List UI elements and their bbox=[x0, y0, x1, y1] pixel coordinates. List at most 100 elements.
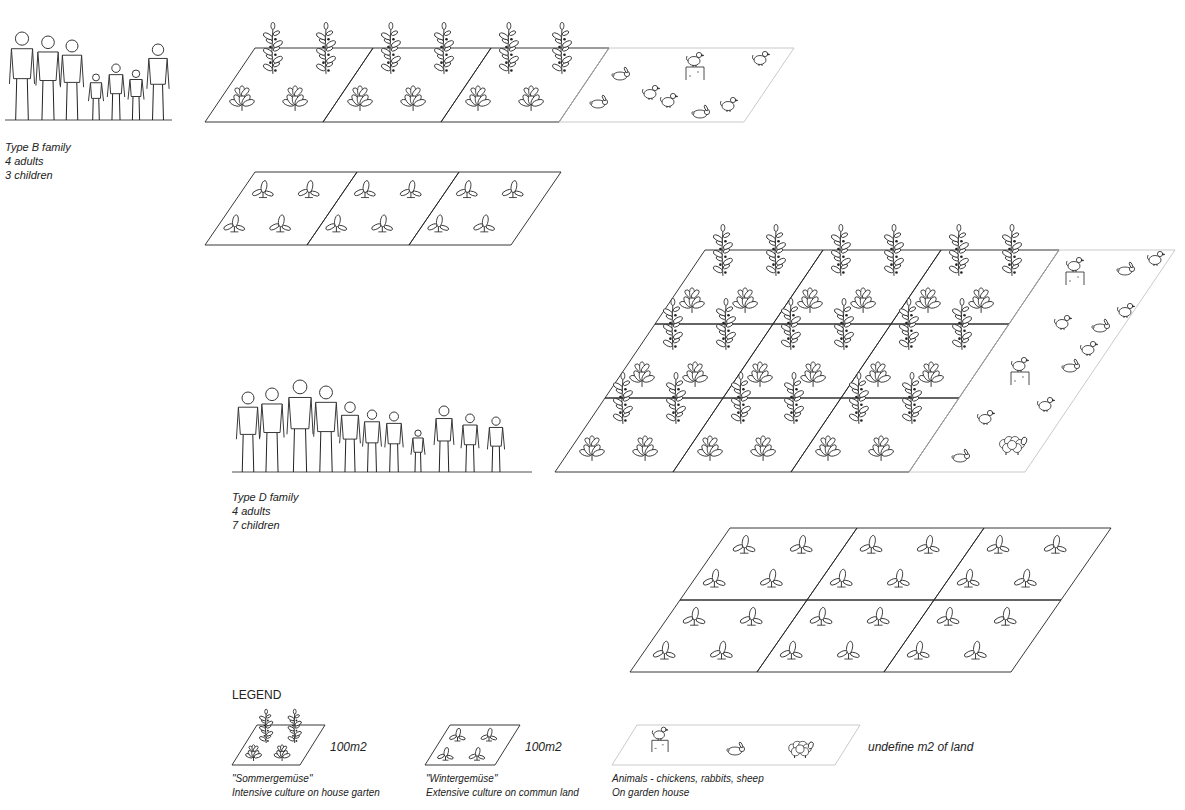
plant-leaf bbox=[715, 339, 726, 348]
plant-leaf bbox=[708, 437, 718, 448]
ground-line bbox=[232, 472, 532, 473]
plant-leaf bbox=[863, 300, 876, 309]
type-d-winter-plots bbox=[630, 528, 1111, 672]
person-head bbox=[242, 392, 254, 404]
plant-fruit bbox=[913, 404, 916, 407]
person-legs bbox=[153, 84, 164, 120]
person-head bbox=[93, 74, 100, 81]
person-body bbox=[342, 415, 359, 439]
plant-leaf bbox=[931, 374, 944, 383]
person-legs bbox=[16, 79, 29, 120]
ground-mark bbox=[455, 741, 461, 742]
plant-fruit bbox=[860, 404, 863, 407]
plant-leaf bbox=[235, 224, 245, 231]
person-arms bbox=[287, 397, 313, 434]
plant-fruit bbox=[719, 248, 722, 251]
plant-leaf bbox=[813, 374, 826, 383]
plant-leaf bbox=[723, 651, 733, 658]
person-head bbox=[466, 414, 475, 423]
person-head bbox=[439, 406, 449, 416]
person-arms bbox=[487, 427, 504, 449]
plant-fruit bbox=[719, 263, 722, 266]
plant-fruit bbox=[669, 322, 672, 325]
plant-leaf bbox=[880, 617, 890, 624]
plant-fruit bbox=[296, 720, 298, 722]
animal-area-outline bbox=[559, 48, 794, 122]
rabbit-tail bbox=[692, 112, 694, 114]
plant-fruit bbox=[267, 740, 269, 742]
plant-fruit bbox=[724, 240, 727, 243]
person-body bbox=[90, 83, 101, 99]
plant-leaf bbox=[223, 223, 234, 231]
plant-leaf bbox=[760, 374, 773, 383]
chicken-legs bbox=[658, 739, 661, 741]
plant-leaf bbox=[315, 47, 326, 56]
plant-fruit bbox=[563, 54, 566, 57]
plant-leaf bbox=[433, 63, 444, 72]
plant-leaf bbox=[449, 734, 457, 740]
plant-leaf bbox=[790, 306, 798, 312]
plant-leaf bbox=[883, 249, 894, 258]
person-body bbox=[38, 52, 58, 81]
plant-leaf bbox=[252, 745, 259, 752]
plant-leaf bbox=[390, 55, 401, 64]
plant-fruit bbox=[840, 322, 843, 325]
plant-leaf bbox=[775, 257, 786, 266]
plant-leaf bbox=[848, 413, 859, 422]
person-head bbox=[266, 388, 279, 401]
plot-outline bbox=[807, 528, 984, 600]
sheep-head bbox=[807, 741, 814, 749]
plant-leaf bbox=[961, 331, 972, 340]
plant-fruit bbox=[960, 271, 963, 274]
plant-leaf bbox=[858, 405, 869, 414]
plant-leaf bbox=[551, 32, 562, 41]
chicken-head bbox=[1064, 315, 1069, 320]
plant-leaf bbox=[912, 380, 920, 386]
plant-fruit bbox=[674, 314, 677, 317]
plant-leaf bbox=[758, 363, 768, 374]
legend-animal-area-outline bbox=[612, 725, 860, 765]
person-arms bbox=[434, 419, 454, 445]
plant-fruit bbox=[674, 330, 677, 333]
plant-leaf bbox=[929, 363, 939, 374]
plant-leaf bbox=[721, 224, 725, 231]
plant-fruit bbox=[845, 330, 848, 333]
plant-leaf bbox=[780, 323, 791, 332]
chicken-legs bbox=[1044, 410, 1047, 412]
plant-fruit bbox=[267, 720, 269, 722]
plant-fruit bbox=[792, 314, 795, 317]
rabbit-tail bbox=[952, 456, 954, 458]
ground-mark bbox=[378, 231, 386, 232]
plant-leaf bbox=[872, 545, 882, 552]
plant-leaf bbox=[858, 380, 866, 386]
plant-leaf bbox=[501, 188, 512, 196]
plant-leaf bbox=[621, 372, 625, 379]
plant-fruit bbox=[722, 322, 725, 325]
plant-fruit bbox=[274, 54, 277, 57]
ground-mark bbox=[964, 587, 972, 588]
plant-fruit bbox=[737, 396, 740, 399]
plant-leaf bbox=[287, 715, 295, 721]
plant-leaf bbox=[446, 755, 453, 760]
plant-leaf bbox=[1011, 257, 1022, 266]
legend-plot-outline bbox=[232, 725, 325, 765]
plant-fruit bbox=[787, 337, 790, 340]
ground-mark bbox=[924, 553, 932, 554]
plant-leaf bbox=[282, 753, 291, 759]
plant-leaf bbox=[293, 709, 296, 714]
plant-leaf bbox=[743, 289, 753, 300]
legend-description: Intensive culture on house garten bbox=[232, 787, 380, 799]
ground-mark bbox=[844, 659, 852, 660]
plant-leaf bbox=[901, 413, 912, 422]
ground-mark bbox=[894, 587, 902, 588]
plant-leaf bbox=[682, 616, 693, 625]
plant-leaf bbox=[337, 224, 347, 231]
rabbit-tail bbox=[1117, 269, 1119, 271]
ground-mark bbox=[443, 760, 449, 761]
plant-leaf bbox=[443, 55, 454, 64]
plant-leaf bbox=[898, 323, 909, 332]
plant-leaf bbox=[252, 188, 263, 196]
plant-fruit bbox=[790, 411, 793, 414]
rabbit-ear bbox=[1104, 319, 1109, 325]
area-size: 100m2 bbox=[330, 740, 367, 754]
